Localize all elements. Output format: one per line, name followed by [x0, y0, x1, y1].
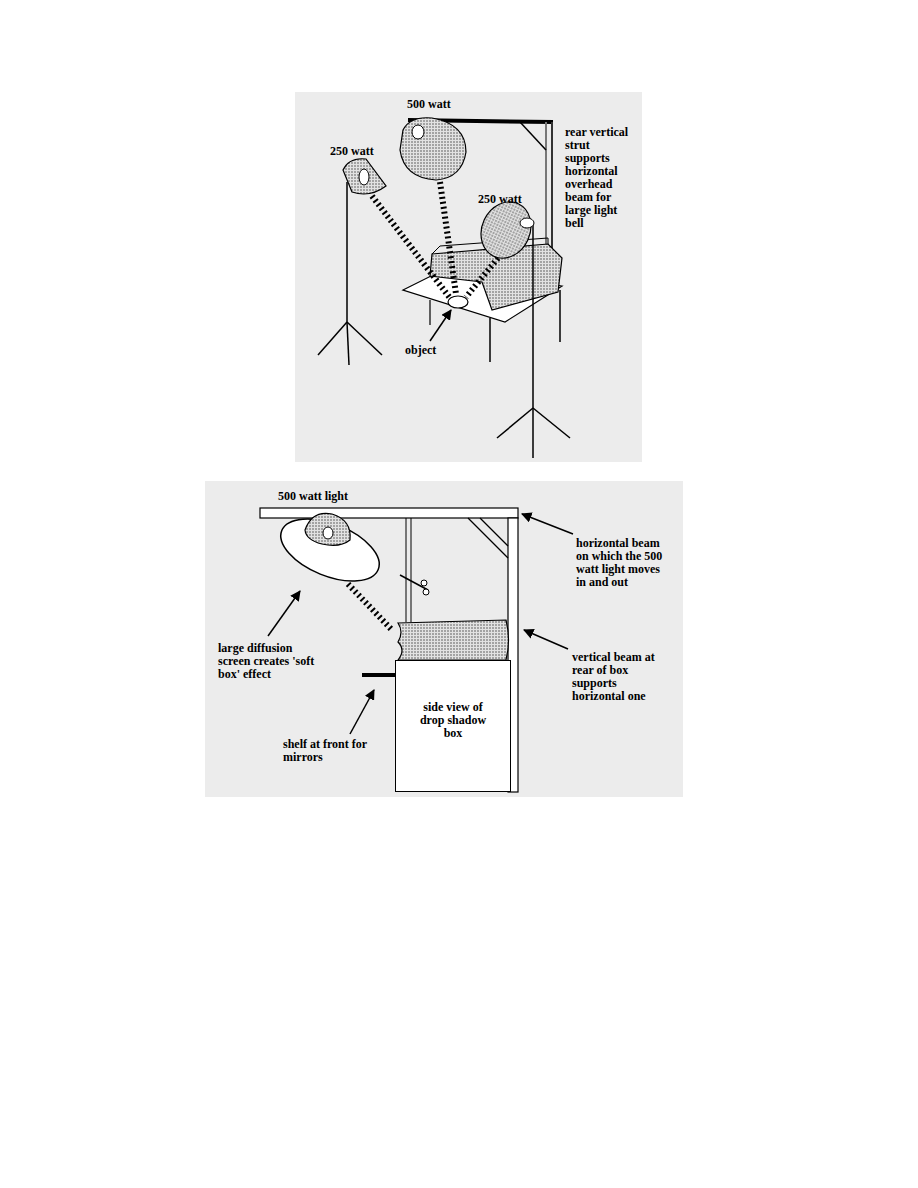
callout-label: 500 watt light [278, 490, 398, 503]
top-panel [295, 92, 642, 462]
callout-label: rear vertical strut supports horizontal … [565, 126, 631, 230]
object-label: object [405, 344, 465, 357]
callout-label: 250 watt [330, 145, 410, 158]
callout-label: 500 watt [407, 98, 507, 111]
callout-label: large diffusion screen creates 'soft box… [218, 642, 323, 681]
box-outline: side view of drop shadow box [395, 660, 511, 792]
callout-label: shelf at front for mirrors [283, 738, 373, 764]
top-setup [318, 118, 570, 458]
callout-label: vertical beam at rear of box supports ho… [572, 651, 667, 703]
bottom-setup [260, 506, 573, 792]
box-label: side view of drop shadow box [417, 701, 489, 740]
bottom-panel [205, 481, 683, 797]
callout-label: 250 watt [478, 193, 558, 206]
callout-label: horizontal beam on which the 500 watt li… [576, 537, 671, 589]
